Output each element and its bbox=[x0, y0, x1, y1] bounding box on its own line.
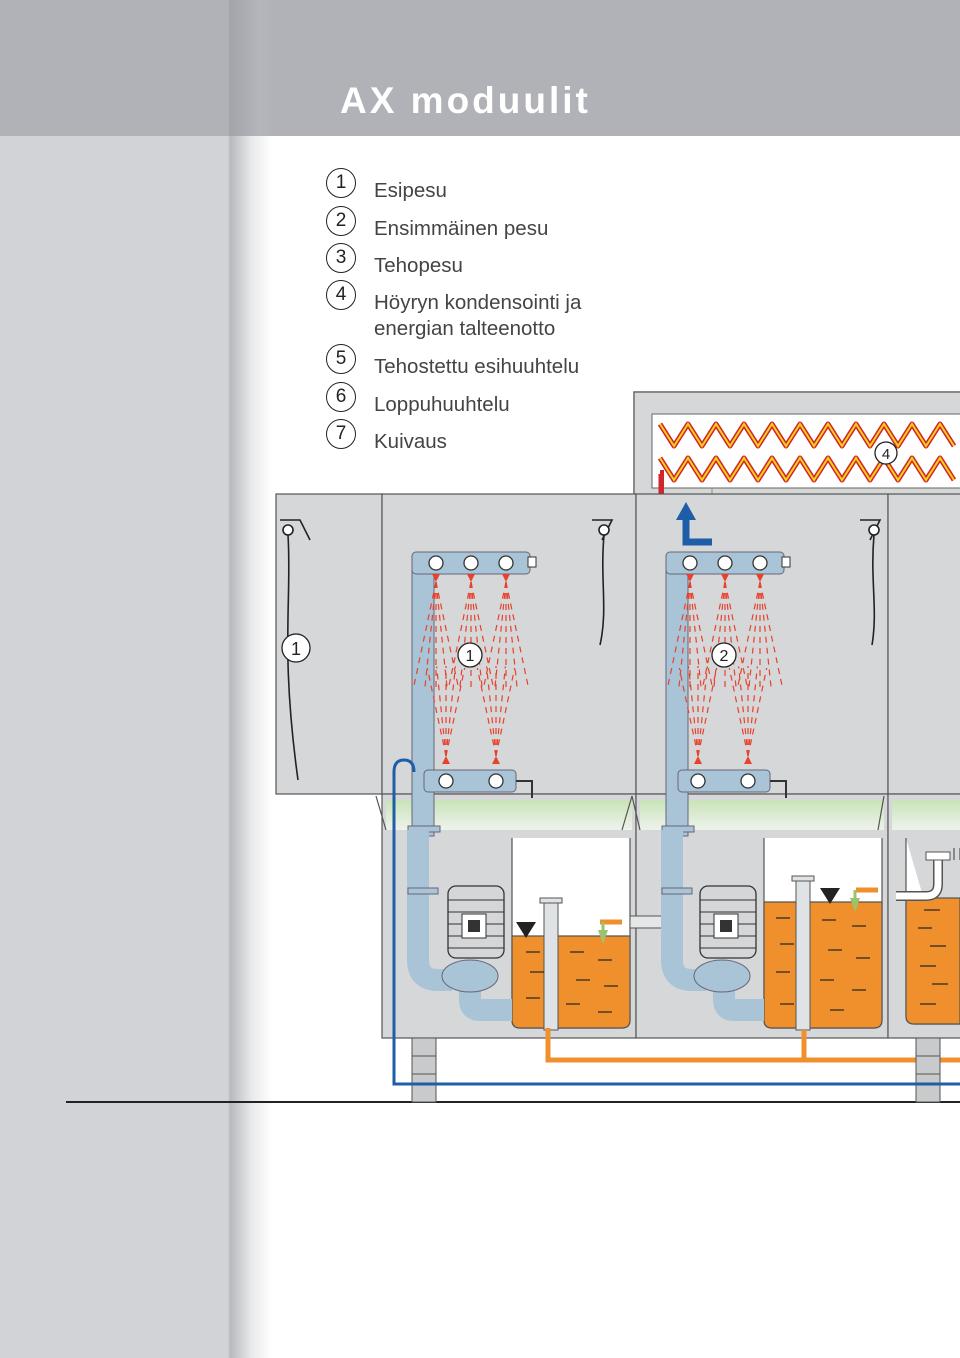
spray-line bbox=[485, 666, 497, 757]
spray-line bbox=[697, 667, 718, 757]
spray-line bbox=[747, 666, 759, 757]
spray-line bbox=[426, 667, 447, 757]
spray-line bbox=[505, 581, 518, 690]
spray-line bbox=[701, 581, 726, 688]
spray-line bbox=[470, 581, 483, 690]
module-1-marker: 1 bbox=[457, 642, 483, 668]
spray-line bbox=[689, 581, 702, 690]
legend-label: Tehostettu esihuuhtelu bbox=[374, 355, 580, 378]
wash-tank-3 bbox=[896, 838, 960, 1025]
svg-text:1: 1 bbox=[291, 639, 301, 659]
spray-line bbox=[713, 581, 726, 690]
return-pipe bbox=[392, 758, 960, 1086]
spray-line bbox=[470, 581, 495, 688]
condenser-marker: 4 bbox=[874, 441, 898, 465]
spray-line bbox=[747, 667, 768, 757]
spray-line bbox=[459, 581, 472, 690]
pump-2 bbox=[661, 830, 764, 1021]
svg-text:2: 2 bbox=[720, 648, 729, 665]
flow-arrow-icon bbox=[598, 930, 608, 944]
water-level-icon bbox=[516, 922, 536, 938]
nozzle-tips bbox=[432, 574, 764, 764]
spray-line bbox=[736, 581, 761, 688]
spray-line bbox=[495, 666, 507, 757]
legend-number: 1 bbox=[326, 168, 356, 198]
spray-line bbox=[435, 581, 448, 690]
spray-line bbox=[689, 581, 714, 688]
legend-label: Ensimmäinen pesu bbox=[374, 217, 549, 240]
spray-line bbox=[445, 667, 466, 757]
spray-line bbox=[476, 667, 497, 757]
page-title: AX moduulit bbox=[340, 80, 591, 121]
svg-text:4: 4 bbox=[882, 446, 890, 463]
spray-line bbox=[666, 581, 691, 688]
spray-jets bbox=[412, 581, 784, 757]
spray-line bbox=[687, 666, 699, 757]
spray-line bbox=[495, 667, 516, 757]
spray-line bbox=[678, 581, 691, 690]
spray-line bbox=[724, 581, 737, 690]
legend-number: 7 bbox=[326, 419, 356, 449]
legend-label: Esipesu bbox=[374, 179, 447, 202]
wash-tank-1 bbox=[511, 838, 631, 1031]
legend-label: Loppuhuuhtelu bbox=[374, 393, 510, 416]
water-level-icon bbox=[820, 888, 840, 904]
legend-label: Tehopesu bbox=[374, 254, 463, 277]
spray-line bbox=[435, 666, 447, 757]
spray-line bbox=[445, 666, 457, 757]
legend-number: 6 bbox=[326, 382, 356, 412]
legend-number: 4 bbox=[326, 280, 356, 310]
spray-line bbox=[728, 667, 749, 757]
left-gray-panel bbox=[0, 0, 272, 1358]
cascade-pipe bbox=[629, 915, 667, 929]
condenser-coil-bottom-inner bbox=[659, 456, 955, 482]
flow-arrow-icon bbox=[850, 898, 860, 912]
wash-arm-module-1 bbox=[407, 551, 537, 837]
spray-line bbox=[697, 666, 709, 757]
spray-line bbox=[482, 581, 507, 688]
svg-text:1: 1 bbox=[466, 648, 475, 665]
arrow-head-icon bbox=[676, 502, 696, 520]
spray-line bbox=[424, 581, 437, 690]
spray-line bbox=[724, 581, 749, 688]
entry-marker: 1 bbox=[281, 633, 311, 663]
pump-1 bbox=[407, 830, 512, 1021]
module-2-marker: 2 bbox=[711, 642, 737, 668]
header-band bbox=[0, 0, 960, 136]
wash-arm-module-2 bbox=[661, 551, 791, 837]
condenser-coil-top-inner bbox=[659, 422, 955, 448]
steam-flow-arrow bbox=[682, 520, 712, 546]
wash-tank-2 bbox=[763, 838, 883, 1031]
condenser-unit bbox=[633, 391, 960, 514]
spray-line bbox=[737, 666, 749, 757]
spray-line bbox=[748, 581, 761, 690]
spray-line bbox=[759, 581, 772, 690]
spray-line bbox=[435, 581, 460, 688]
spray-line bbox=[759, 581, 784, 688]
spray-line bbox=[494, 581, 507, 690]
machine-legs bbox=[411, 1037, 941, 1103]
curtains bbox=[280, 519, 882, 781]
legend-label: Höyryn kondensointi ja energian talteeno… bbox=[374, 291, 582, 340]
spray-line bbox=[447, 581, 472, 688]
legend-number: 2 bbox=[326, 206, 356, 236]
spray-line bbox=[505, 581, 530, 688]
legend-number: 3 bbox=[326, 243, 356, 273]
legend-label: Kuivaus bbox=[374, 430, 447, 453]
legend-number: 5 bbox=[326, 344, 356, 374]
third-module bbox=[887, 493, 960, 795]
spray-line bbox=[678, 667, 699, 757]
spray-line bbox=[412, 581, 437, 688]
